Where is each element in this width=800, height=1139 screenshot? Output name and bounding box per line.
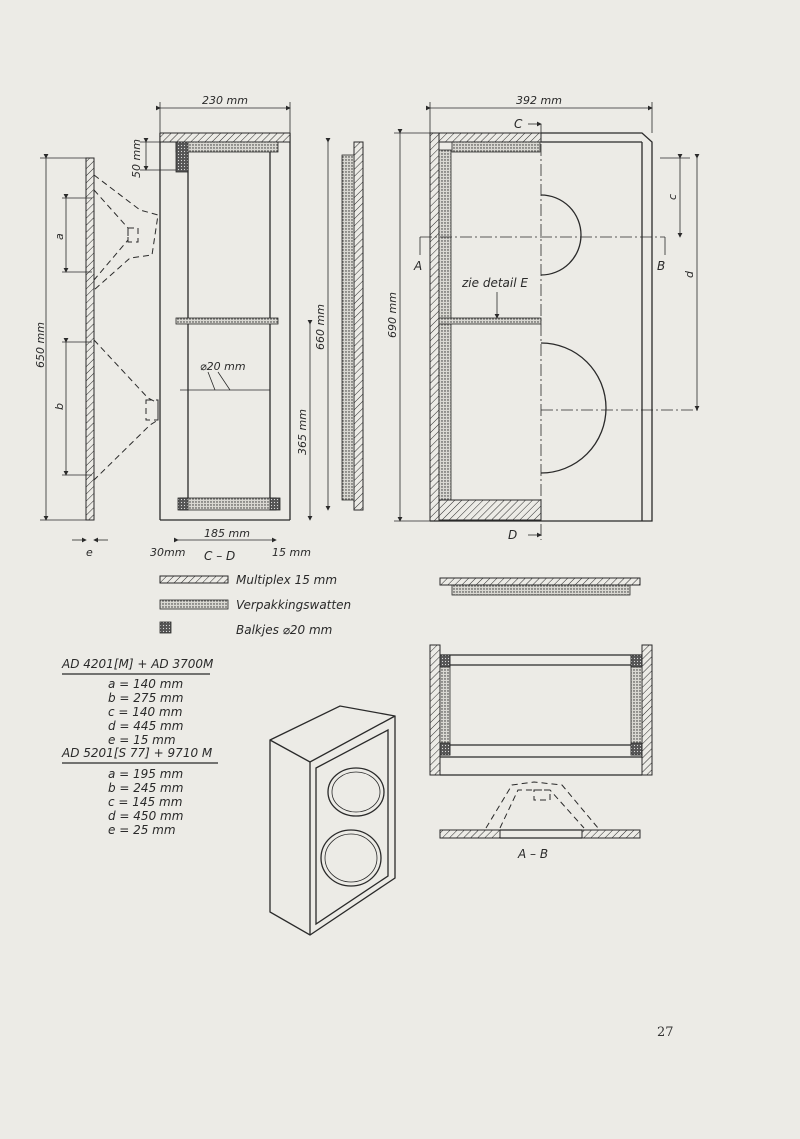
detail-shelf-board (439, 577, 641, 586)
spec-1-row-c: c = 140 mm (108, 705, 182, 719)
middle-shelf (175, 317, 279, 325)
front-section-view: ⌀20 mm 230 mm 50 mm 365 mm 185 mm 30mm 1… (130, 94, 313, 563)
rear-board (429, 132, 440, 522)
ab-driver-cone (499, 789, 585, 829)
legend-label-multiplex: Multiplex 15 mm (236, 573, 337, 587)
section-marker-D: D (508, 528, 517, 542)
spec-1-header: AD 4201[M] + AD 3700M (61, 657, 214, 671)
detail-shelf-wadding (451, 584, 631, 596)
section-marker-A: A (413, 259, 422, 273)
dim-c-label: c (666, 194, 679, 200)
top-section-view (429, 644, 653, 776)
shelf-right (438, 317, 542, 325)
section-marker-C: C (514, 117, 523, 131)
isometric-cabinet (269, 705, 396, 936)
material-legend: Multiplex 15 mm Verpakkingswatten Balkje… (159, 573, 351, 637)
top-view-beam-1 (439, 654, 451, 668)
dim-185: 185 mm (204, 527, 250, 540)
top-view-beam-4 (630, 742, 643, 756)
spec-2-row-a: a = 195 mm (108, 767, 183, 781)
legend-label-beam: Balkjes ⌀20 mm (236, 623, 332, 637)
legend-swatch-beam (159, 621, 172, 634)
dim-230: 230 mm (202, 94, 248, 107)
specifications: AD 4201[M] + AD 3700M a = 140 mm b = 275… (61, 657, 218, 837)
side-profile-view: 650 mm a b e (34, 154, 159, 559)
spec-1-row-a: a = 140 mm (108, 677, 183, 691)
page-number: 27 (657, 1025, 674, 1040)
spec-2-row-b: b = 245 mm (108, 781, 183, 795)
top-view-left-board (429, 644, 441, 776)
spec-2-header: AD 5201[S 77] + 9710 M (61, 746, 213, 760)
top-view-right-board (641, 644, 653, 776)
detail-e-view (439, 577, 641, 596)
dim-650: 650 mm (34, 322, 47, 368)
dim-30: 30mm (150, 546, 185, 559)
top-board-right (438, 132, 542, 143)
dim-15: 15 mm (272, 546, 311, 559)
dim-50: 50 mm (130, 139, 143, 178)
dim-dia-20: ⌀20 mm (200, 360, 246, 373)
upper-driver-magnet (127, 227, 139, 243)
dim-a-label: a (53, 233, 66, 240)
beam-top-left (175, 141, 189, 173)
detail-e-label: zie detail E (461, 276, 528, 290)
dim-b-label: b (53, 403, 66, 410)
top-wadding-right (451, 141, 541, 153)
dim-690: 690 mm (386, 292, 399, 338)
ab-section-view: A – B (439, 781, 641, 861)
dim-d-label: d (683, 270, 696, 278)
spec-2-row-d: d = 450 mm (108, 809, 183, 823)
bottom-board-right (438, 499, 542, 521)
upper-speaker-hole (327, 767, 385, 817)
top-wadding (175, 141, 279, 153)
top-panel (159, 132, 291, 143)
side-panel-view: 660 mm (314, 138, 364, 511)
dim-365: 365 mm (296, 409, 309, 455)
lower-speaker-hole (320, 829, 382, 887)
spec-1-row-e: e = 15 mm (108, 733, 176, 747)
section-ab-label: A – B (517, 847, 548, 861)
dim-e-label: e (86, 546, 93, 559)
beam-bottom-left (177, 497, 189, 511)
ab-driver-magnet (533, 789, 551, 801)
section-cd-label: C – D (204, 549, 235, 563)
legend-swatch-wadding (159, 599, 229, 610)
top-view-right-wadding (630, 654, 643, 756)
side-board (353, 141, 364, 511)
section-marker-B: B (657, 259, 665, 273)
lower-driver-magnet (145, 399, 159, 421)
ab-board-left (439, 829, 501, 839)
upper-driver-outline (93, 174, 159, 291)
legend-label-wadding: Verpakkingswatten (236, 598, 351, 612)
bottom-wadding (179, 497, 277, 511)
spec-2-row-e: e = 25 mm (108, 823, 176, 837)
lower-driver-outline (93, 339, 159, 481)
side-wadding (341, 154, 355, 501)
spec-2-row-c: c = 145 mm (108, 795, 182, 809)
top-view-beam-3 (439, 742, 451, 756)
dim-392: 392 mm (516, 94, 562, 107)
ab-driver-outline (485, 781, 599, 829)
beam-bottom-right (269, 497, 281, 511)
legend-swatch-multiplex (159, 575, 229, 584)
ab-board-right (581, 829, 641, 839)
top-view-left-wadding (439, 654, 451, 756)
rear-wadding (438, 149, 452, 506)
dim-660: 660 mm (314, 304, 327, 350)
top-view-beam-2 (630, 654, 643, 668)
spec-1-row-b: b = 275 mm (108, 691, 183, 705)
baffle-board (85, 157, 95, 521)
upper-driver-cone (93, 189, 129, 281)
spec-1-row-d: d = 445 mm (108, 719, 183, 733)
cross-section-view: A B C D zie detail E 392 mm 690 mm c d (386, 94, 700, 542)
